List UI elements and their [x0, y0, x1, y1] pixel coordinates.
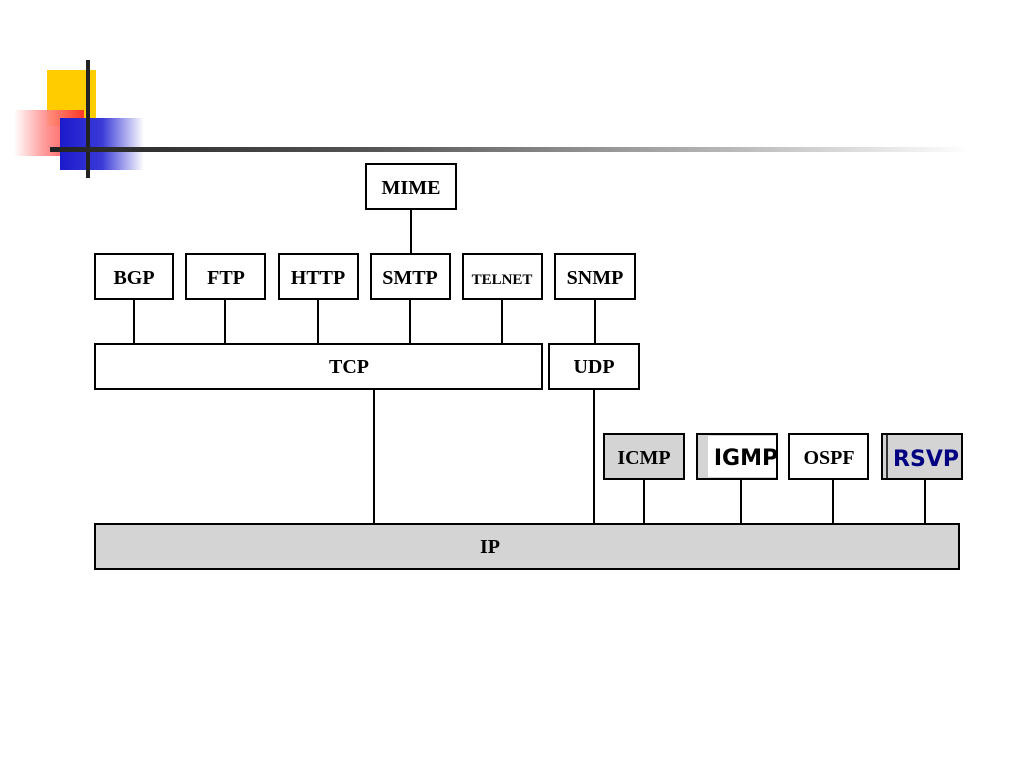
- node-bgp: BGP: [94, 253, 174, 300]
- node-mime-label: MIME: [382, 177, 441, 199]
- node-icmp: ICMP: [603, 433, 685, 480]
- node-snmp-label: SNMP: [567, 267, 624, 289]
- node-udp-label: UDP: [573, 356, 614, 378]
- node-ip: IP: [94, 523, 960, 570]
- node-rsvp: RSVP: [881, 433, 963, 480]
- node-http-label: HTTP: [291, 267, 345, 289]
- node-igmp-label: IGMP: [714, 446, 778, 471]
- node-ospf: OSPF: [788, 433, 869, 480]
- node-telnet-label: TELNET: [472, 272, 533, 288]
- node-mime: MIME: [365, 163, 457, 210]
- node-rsvp-label: RSVP: [893, 447, 959, 472]
- node-tcp: TCP: [94, 343, 543, 390]
- logo-blue-square: [60, 118, 144, 170]
- node-bgp-label: BGP: [113, 267, 154, 289]
- node-telnet: TELNET: [462, 253, 543, 300]
- logo-vertical-line: [86, 60, 90, 178]
- node-snmp: SNMP: [554, 253, 636, 300]
- node-smtp-label: SMTP: [382, 267, 438, 289]
- node-ospf-label: OSPF: [803, 447, 854, 469]
- connector-lines: [133, 209, 926, 524]
- node-udp: UDP: [548, 343, 640, 390]
- title-underline: [50, 147, 970, 152]
- node-igmp: IGMP: [696, 433, 778, 480]
- node-ftp-label: FTP: [207, 267, 245, 289]
- node-ip-label: IP: [480, 536, 500, 558]
- node-smtp: SMTP: [370, 253, 451, 300]
- node-icmp-label: ICMP: [617, 447, 670, 469]
- node-tcp-label: TCP: [329, 356, 369, 378]
- node-http: HTTP: [278, 253, 359, 300]
- node-ftp: FTP: [185, 253, 266, 300]
